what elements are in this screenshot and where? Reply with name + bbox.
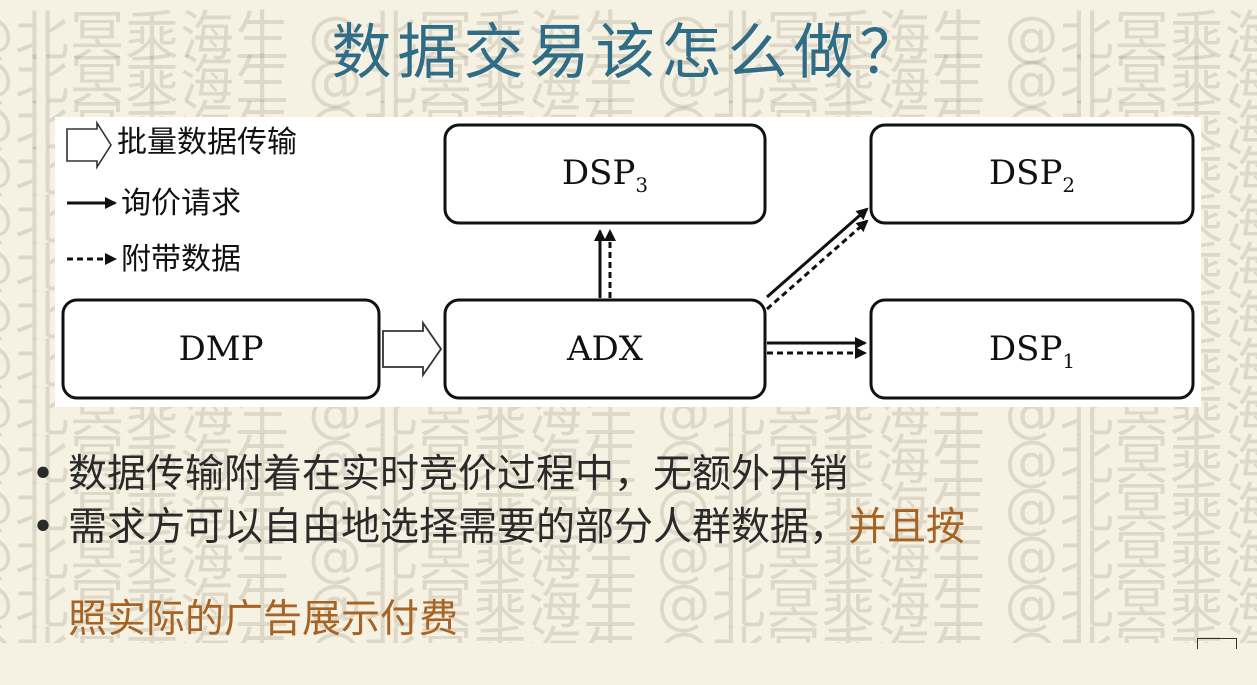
bullet-dot-icon: • [31,505,55,550]
bullet-continuation: 照实际的广告展示付费 [68,597,459,642]
dmp-to-adx-batch-arrow [382,320,443,378]
legend-batch-label: 批量数据传输 [117,125,297,160]
adx-label: ADX [566,329,644,369]
bullet-item: • 需求方可以自由地选择需要的部分人群数据，并且按 [28,501,1257,554]
dmp-box: DMP [61,298,381,400]
legend-attached-label: 附带数据 [121,242,241,277]
bullet-list: • 数据传输附着在实时竞价过程中，无额外开销 • 需求方可以自由地选择需要的部分… [28,448,1257,685]
dmp-label: DMP [179,329,264,369]
bullet-text: 数据传输附着在实时竞价过程中，无额外开销 [68,452,849,497]
batch-transfer-legend: 批量数据传输 [66,120,297,170]
bullet-highlight-1: 并且按 [848,505,966,550]
bullet-dot-icon: • [31,452,55,497]
inquiry-request-legend: 询价请求 [67,186,241,221]
adx-to-dsp1-arrows [767,337,867,359]
adx-to-dsp2-arrows [766,207,869,311]
dsp3-label: DSP3 [562,153,648,197]
adx-box: ADX [443,298,767,400]
dsp1-label: DSP1 [989,329,1075,373]
legend-inquiry-label: 询价请求 [121,186,241,221]
bullet-item: • 数据传输附着在实时竞价过程中，无额外开销 [28,448,1257,501]
adx-to-dsp2-dashed-arrow [766,219,869,311]
dsp3-box: DSP3 [443,123,767,225]
dsp2-box: DSP2 [869,123,1195,225]
page-title: 数据交易该怎么做？ [331,18,926,88]
legend: 批量数据传输 询价请求 附带数据 [66,120,297,277]
data-trading-diagram: 批量数据传输 询价请求 附带数据 DMP ADX DSP3 [55,117,1201,407]
adx-to-dsp3-arrows [594,229,616,298]
adx-to-dsp2-solid-arrow [766,207,869,299]
hollow-arrow-icon [66,120,112,170]
attached-data-legend: 附带数据 [67,242,241,277]
dsp1-box: DSP1 [869,298,1195,400]
dsp2-label: DSP2 [989,153,1075,197]
corner-decoration [1197,638,1237,649]
bullet-text-prefix: 需求方可以自由地选择需要的部分人群数据， [68,505,849,550]
